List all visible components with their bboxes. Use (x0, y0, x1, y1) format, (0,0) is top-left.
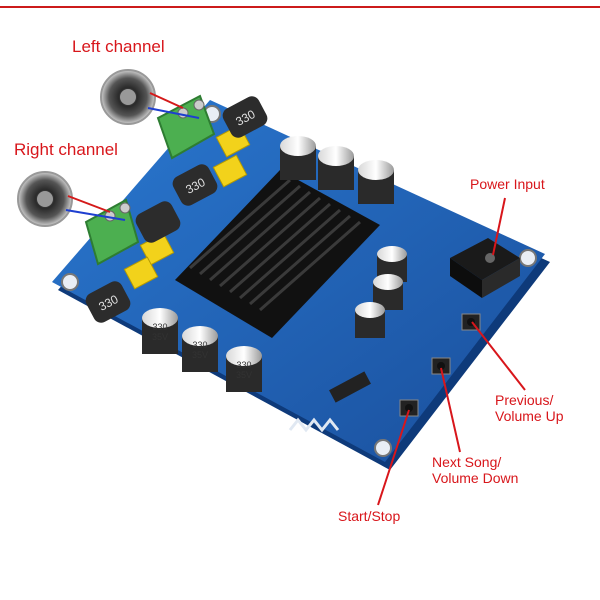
button-next (431, 357, 451, 375)
speaker-left-icon (100, 69, 156, 125)
cap-marking: 35V (236, 370, 252, 380)
cap-marking: 35V (192, 350, 208, 360)
label-previous: Previous/ Volume Up (495, 392, 563, 424)
label-power-input: Power Input (470, 176, 545, 192)
button-start-stop (399, 399, 419, 417)
cap-marking: 330 (236, 360, 251, 370)
label-next-line2: Volume Down (432, 470, 519, 486)
electrolytic-capacitors-top (280, 136, 394, 204)
ic-chip (329, 371, 371, 403)
cap-marking: 35V (152, 332, 168, 342)
inductors: 330 330 330 (85, 96, 268, 323)
electrolytic-capacitors-right (355, 246, 407, 338)
callout-lines (377, 197, 526, 506)
heatsink (175, 170, 380, 338)
label-right-channel: Right channel (14, 140, 118, 159)
top-divider (0, 6, 600, 8)
cap-marking: 330 (192, 340, 207, 350)
speaker-wires (65, 92, 200, 221)
label-left-channel: Left channel (72, 37, 165, 56)
electrolytic-capacitors-bottom: 330 35V 330 35V 330 35V (142, 308, 262, 392)
label-previous-line1: Previous/ (495, 392, 554, 408)
label-next: Next Song/ Volume Down (432, 454, 518, 486)
speaker-right-icon (17, 171, 73, 227)
label-start-stop: Start/Stop (338, 508, 401, 524)
left-channel-terminal (156, 94, 216, 160)
cap-marking: 330 (152, 322, 167, 332)
power-jack (450, 238, 520, 298)
label-previous-line2: Volume Up (495, 408, 564, 424)
label-next-line1: Next Song/ (432, 454, 502, 470)
